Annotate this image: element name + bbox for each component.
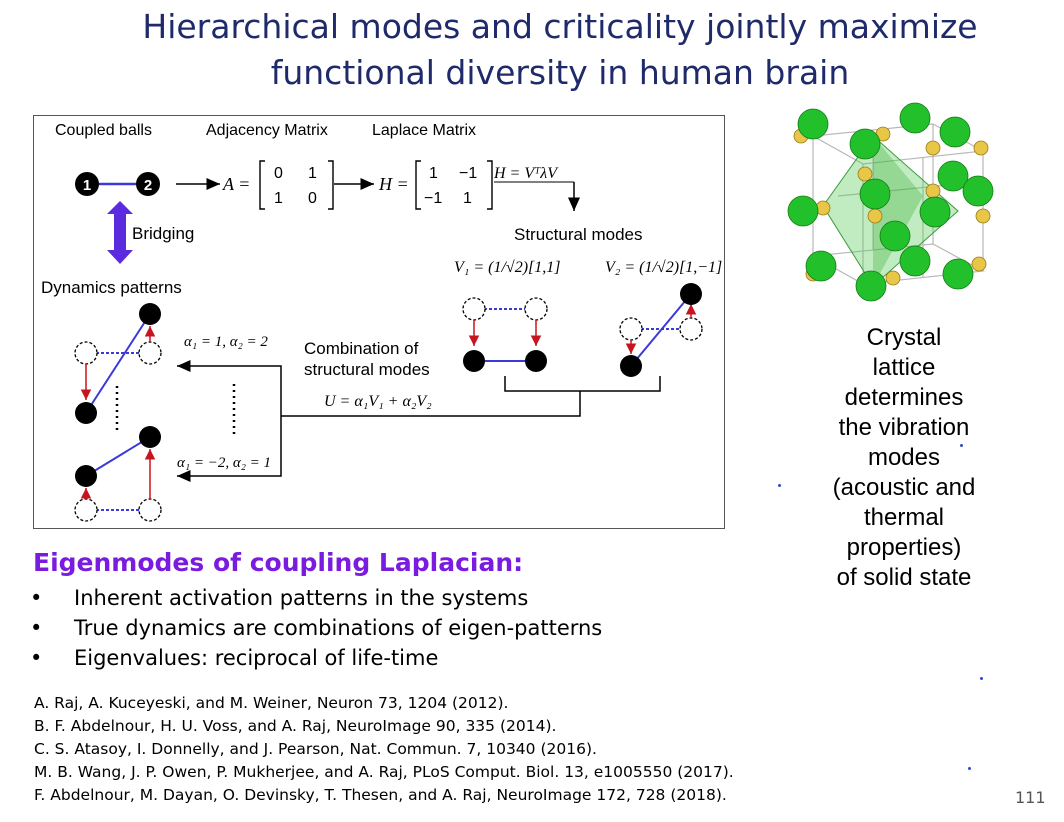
- ball-1: [75, 172, 99, 196]
- reference-item: F. Abdelnour, M. Dayan, O. Devinsky, T. …: [34, 786, 727, 804]
- figure-canvas: Coupled balls Adjacency Matrix Laplace M…: [41, 122, 722, 522]
- reference-item: M. B. Wang, J. P. Owen, P. Mukherjee, an…: [34, 763, 734, 781]
- eq-U: U = α₁V₁ + α₂V₂: [324, 393, 432, 410]
- mode-V1-diagram: [462, 297, 548, 372]
- matrix-H-21: −1: [424, 190, 442, 207]
- stray-dot: [968, 767, 971, 770]
- matrix-A-22: 0: [308, 190, 317, 207]
- combine-connector: [281, 391, 581, 417]
- bullet-item: Eigenvalues: reciprocal of life-time: [28, 643, 602, 673]
- header-laplace: Laplace Matrix: [372, 122, 476, 139]
- bridging-arrow: [107, 201, 133, 264]
- stray-dot: [980, 677, 983, 680]
- dynamics-patterns-label: Dynamics patterns: [41, 278, 182, 297]
- eigenmode-figure: Coupled balls Adjacency Matrix Laplace M…: [33, 115, 725, 529]
- slide-title: Hierarchical modes and criticality joint…: [60, 4, 1060, 96]
- matrix-H-11: 1: [429, 165, 438, 182]
- combination-line-2: structural modes: [304, 360, 430, 379]
- eigenmodes-heading: Eigenmodes of coupling Laplacian:: [33, 548, 524, 577]
- bullet-list: Inherent activation patterns in the syst…: [28, 583, 602, 673]
- caption-line: of solid state: [836, 564, 972, 591]
- mode-V2-diagram: [619, 283, 703, 377]
- reference-item: C. S. Atasoy, I. Donnelly, and J. Pearso…: [34, 740, 597, 758]
- title-line-2: functional diversity in human brain: [270, 53, 850, 92]
- references: A. Raj, A. Kuceyeski, and M. Weiner, Neu…: [34, 692, 734, 807]
- caption-line: determines: [844, 384, 964, 411]
- caption-line: (acoustic and: [832, 474, 976, 501]
- matrix-A-21: 1: [274, 190, 283, 207]
- matrix-A-brackets: [259, 160, 334, 210]
- crystal-lattice-image: [783, 96, 1001, 306]
- caption-line: modes: [867, 444, 941, 471]
- page-number: 111: [1015, 788, 1046, 807]
- caption-line: Crystal: [866, 324, 942, 351]
- dynamics-pattern-top: [74, 303, 162, 424]
- bullet-item: Inherent activation patterns in the syst…: [28, 583, 602, 613]
- eq-V1: V₁ = (1/√2)[1,1]: [454, 259, 560, 276]
- matrix-H-12: −1: [459, 165, 477, 182]
- reference-item: A. Raj, A. Kuceyeski, and M. Weiner, Neu…: [34, 694, 509, 712]
- structural-modes-label: Structural modes: [514, 225, 643, 244]
- combine-bracket: [504, 376, 661, 392]
- arrow-to-bottom-pattern: [177, 416, 282, 482]
- caption-line: properties): [846, 534, 962, 561]
- eq-A: A =: [222, 174, 250, 194]
- arrow-to-top-pattern: [177, 360, 282, 416]
- matrix-H-brackets: [415, 160, 493, 210]
- caption-line: lattice: [872, 354, 936, 381]
- caption-line: thermal: [863, 504, 945, 531]
- crystal-caption: Crystal lattice determines the vibration…: [800, 323, 1008, 593]
- caption-line: the vibration: [838, 414, 970, 441]
- eq-alpha-bottom: α₁ = −2, α₂ = 1: [177, 455, 271, 471]
- combination-line-1: Combination of: [304, 339, 419, 358]
- matrix-A-11: 0: [274, 165, 283, 182]
- header-coupled-balls: Coupled balls: [55, 122, 152, 139]
- bridging-label: Bridging: [132, 224, 194, 243]
- eq-V2: V₂ = (1/√2)[1,−1]: [605, 259, 722, 276]
- ball-2-label: 2: [144, 177, 152, 194]
- stray-dot: [778, 484, 781, 487]
- ball-1-label: 1: [83, 177, 91, 194]
- eq-decomposition: H = VᵀλV: [493, 165, 559, 182]
- title-line-1: Hierarchical modes and criticality joint…: [142, 7, 978, 46]
- eq-alpha-top: α₁ = 1, α₂ = 2: [184, 334, 268, 350]
- dynamics-pattern-bottom: [74, 426, 162, 522]
- bullet-item: True dynamics are combinations of eigen-…: [28, 613, 602, 643]
- ball-2: [136, 172, 160, 196]
- header-adjacency: Adjacency Matrix: [206, 122, 328, 139]
- matrix-H-22: 1: [463, 190, 472, 207]
- stray-dot: [960, 444, 963, 447]
- eq-H: H =: [378, 174, 409, 194]
- reference-item: B. F. Abdelnour, H. U. Voss, and A. Raj,…: [34, 717, 557, 735]
- matrix-A-12: 1: [308, 165, 317, 182]
